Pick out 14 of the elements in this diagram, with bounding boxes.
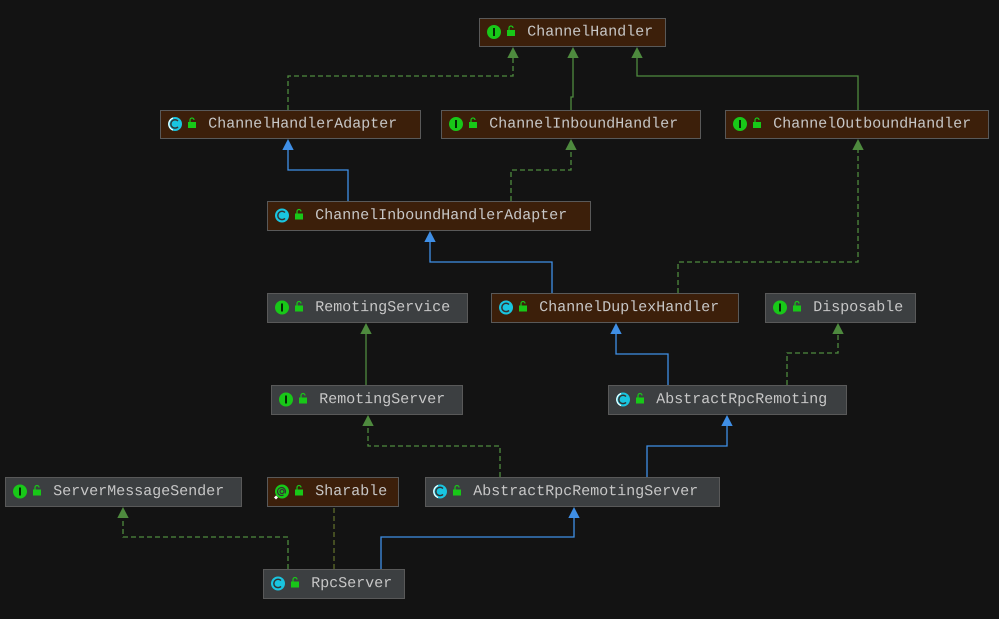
class-box: RemotingServer — [271, 385, 463, 415]
class-box: ServerMessageSender — [5, 477, 242, 507]
class-box: RemotingService — [267, 293, 468, 323]
class-box: AbstractRpcRemoting — [608, 385, 847, 415]
class-box: Sharable — [267, 477, 399, 507]
class-box: ChannelInboundHandler — [441, 110, 701, 139]
class-box: Disposable — [765, 293, 916, 323]
class-box: RpcServer — [263, 569, 405, 599]
class-box: ChannelOutboundHandler — [725, 110, 989, 139]
class-box: AbstractRpcRemotingServer — [425, 477, 720, 507]
class-box: ChannelDuplexHandler — [491, 293, 739, 323]
class-box: ChannelHandlerAdapter — [160, 110, 421, 139]
class-box: ChannelHandler — [479, 18, 666, 47]
class-box: ChannelInboundHandlerAdapter — [267, 201, 591, 231]
